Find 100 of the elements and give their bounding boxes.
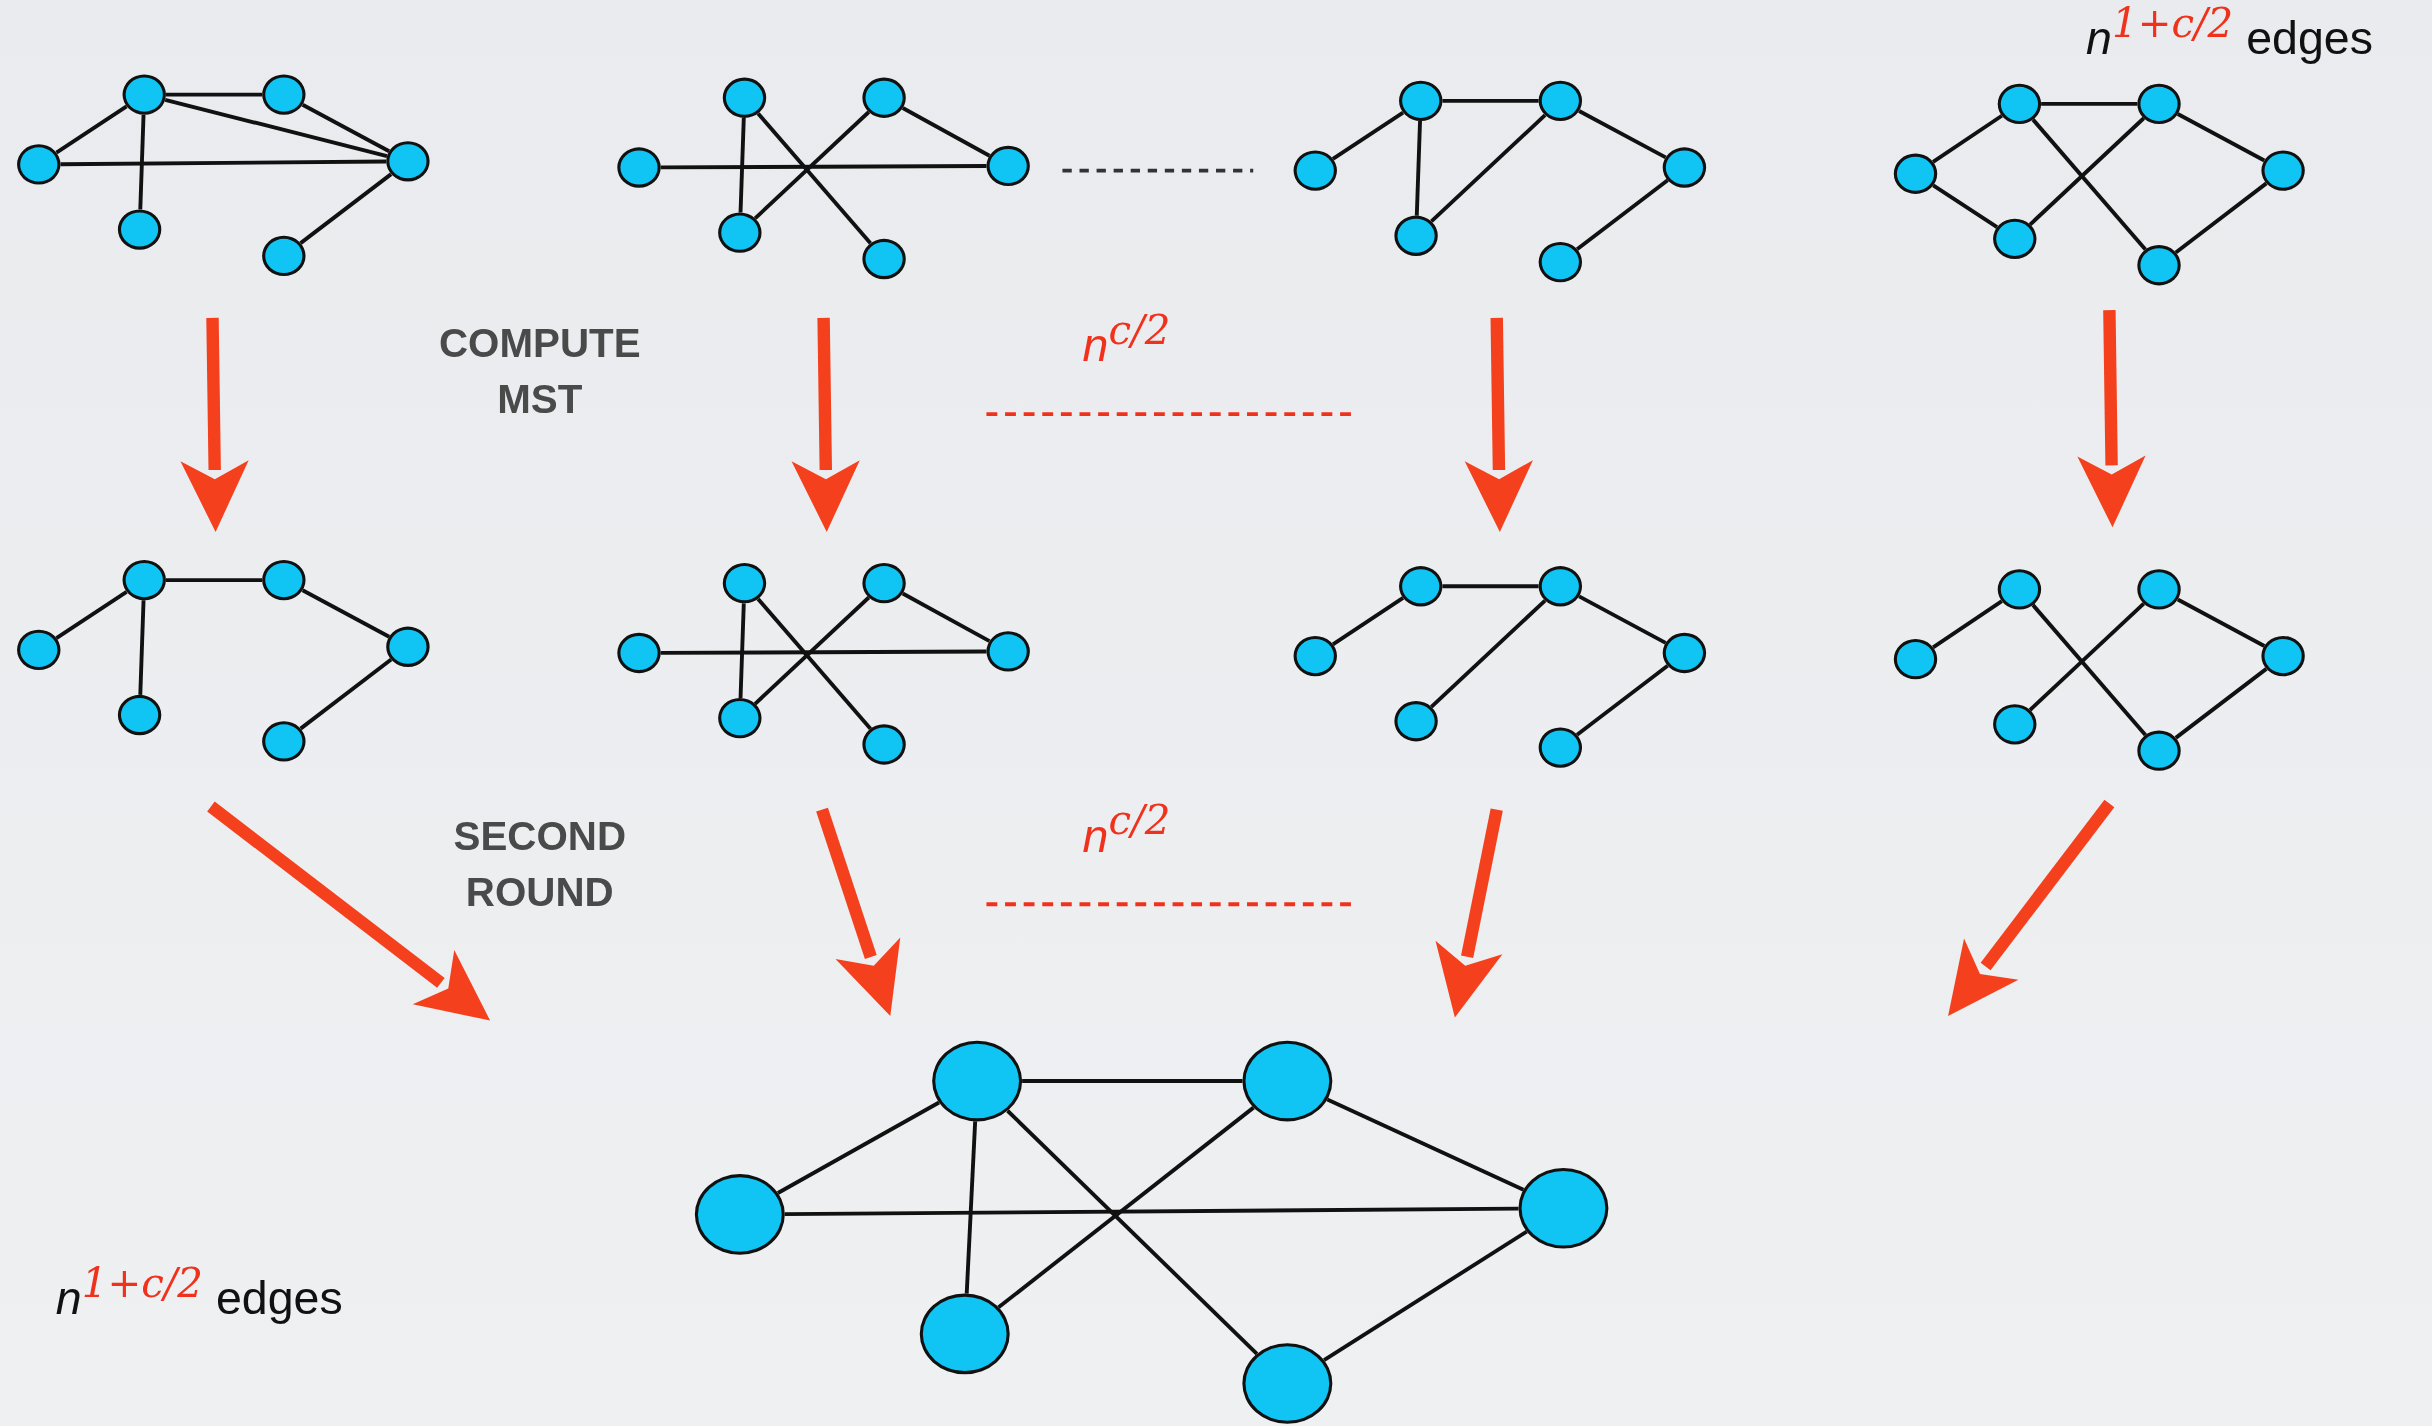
graph-edge [1442,98,1539,103]
graph-edge [2028,602,2146,712]
graph-edge [1414,120,1422,216]
graph-vertex [1997,569,2042,610]
graph-vertex [122,74,166,115]
graph-vertex [1662,632,1707,674]
edge-count-label: n$^{1+c/2}$ edges [55,1259,343,1325]
graph-vertex [17,629,61,671]
graph-edge [784,1206,1519,1217]
graph-edge [1323,1229,1528,1362]
graph-vertex [1293,150,1337,191]
graph-edge [660,649,987,655]
graph-vertex [1394,215,1438,256]
graph-vertex [2261,635,2305,677]
graph-vertex [117,209,162,250]
graph-edge [1932,599,2003,649]
graph-vertex [1538,727,1583,768]
graph-vertex [262,74,306,115]
graph-edge [777,1100,940,1195]
graph-vertex [1993,218,2037,259]
graph-edge [164,98,388,158]
math-label: n$^{c/2}$ [1082,307,1171,373]
graph-vertex [386,141,430,182]
graph-vertex [2137,245,2181,286]
graph-vertex [1538,241,1583,283]
graph-edge [1932,183,1999,229]
graph-vertex [1399,80,1443,121]
graph-edge [660,164,987,170]
graph-vertex [2137,83,2181,125]
graph-edge [60,159,387,167]
graph-vertex [862,238,906,280]
graph-edge [1331,110,1405,161]
graph-vertex [1893,153,1938,194]
graph-edge [753,110,871,220]
graph-vertex [1399,566,1443,607]
graph-vertex [117,694,162,736]
graph-vertex [1293,635,1337,677]
graph-vertex [862,724,906,765]
graph-edge [2176,597,2266,648]
graph-vertex [262,235,306,277]
graph-edge [2031,603,2147,737]
graph-vertex [122,559,166,601]
graph-vertex [718,697,762,739]
graph-edge [138,600,146,695]
edge-count-label: n$^{1+c/2}$ edges [2086,0,2373,66]
graph-vertex [1997,83,2042,125]
graph-vertex [386,626,430,667]
graph-edge [753,596,871,706]
graph-edge [2031,118,2147,251]
graph-edge [901,591,991,643]
graph-edge [299,658,393,731]
graph-vertex [1394,701,1438,742]
graph-edge [301,588,391,639]
graph-vertex [262,721,306,762]
graph-vertex [2261,150,2305,191]
graph-vertex [2137,730,2181,771]
graph-edge [2041,102,2138,106]
graph-edge [738,603,746,699]
graph-vertex [617,147,661,188]
graph-edge [1932,114,2003,164]
graph-vertex [722,563,767,604]
graph-edge [964,1121,978,1294]
graph-vertex [1893,639,1938,680]
step-label: COMPUTE MST [437,318,642,425]
graph-edge [756,112,872,245]
graph-edge [1331,596,1405,646]
graph-edge [901,106,991,158]
math-label: n$^{c/2}$ [1082,797,1171,863]
graph-edge [1578,594,1667,645]
graph-edge [301,103,391,153]
graph-vertex [1662,147,1707,188]
graph-vertex [862,77,906,118]
graph-edge [2176,112,2266,163]
graph-vertex [617,632,661,674]
graph-edge [1442,584,1539,589]
graph-edge [1575,664,1669,737]
graph-vertex [862,563,906,604]
graph-vertex [718,212,762,253]
graph-edge [138,114,146,210]
graph-edge [1575,178,1669,251]
graph-vertex [17,144,61,185]
graph-edge [165,578,263,583]
graph-edge [1578,109,1667,160]
graph-edge [997,1106,1255,1309]
graph-vertex [2137,569,2181,610]
graph-vertex [986,145,1030,187]
graph-vertex [986,631,1030,672]
graph-edge [2174,667,2268,740]
graph-vertex [1538,80,1583,121]
graph-edge [738,117,746,213]
graph-edge [2174,181,2268,254]
graph-edge [299,172,393,245]
graph-edge [55,590,128,640]
graph-edge [1430,599,1547,709]
graph-vertex [262,559,306,601]
graph-edge [165,92,263,97]
graph-edge [55,104,128,155]
graph-edge [1022,1079,1243,1083]
graph-edge [1430,113,1547,223]
graph-edge [1326,1097,1525,1192]
